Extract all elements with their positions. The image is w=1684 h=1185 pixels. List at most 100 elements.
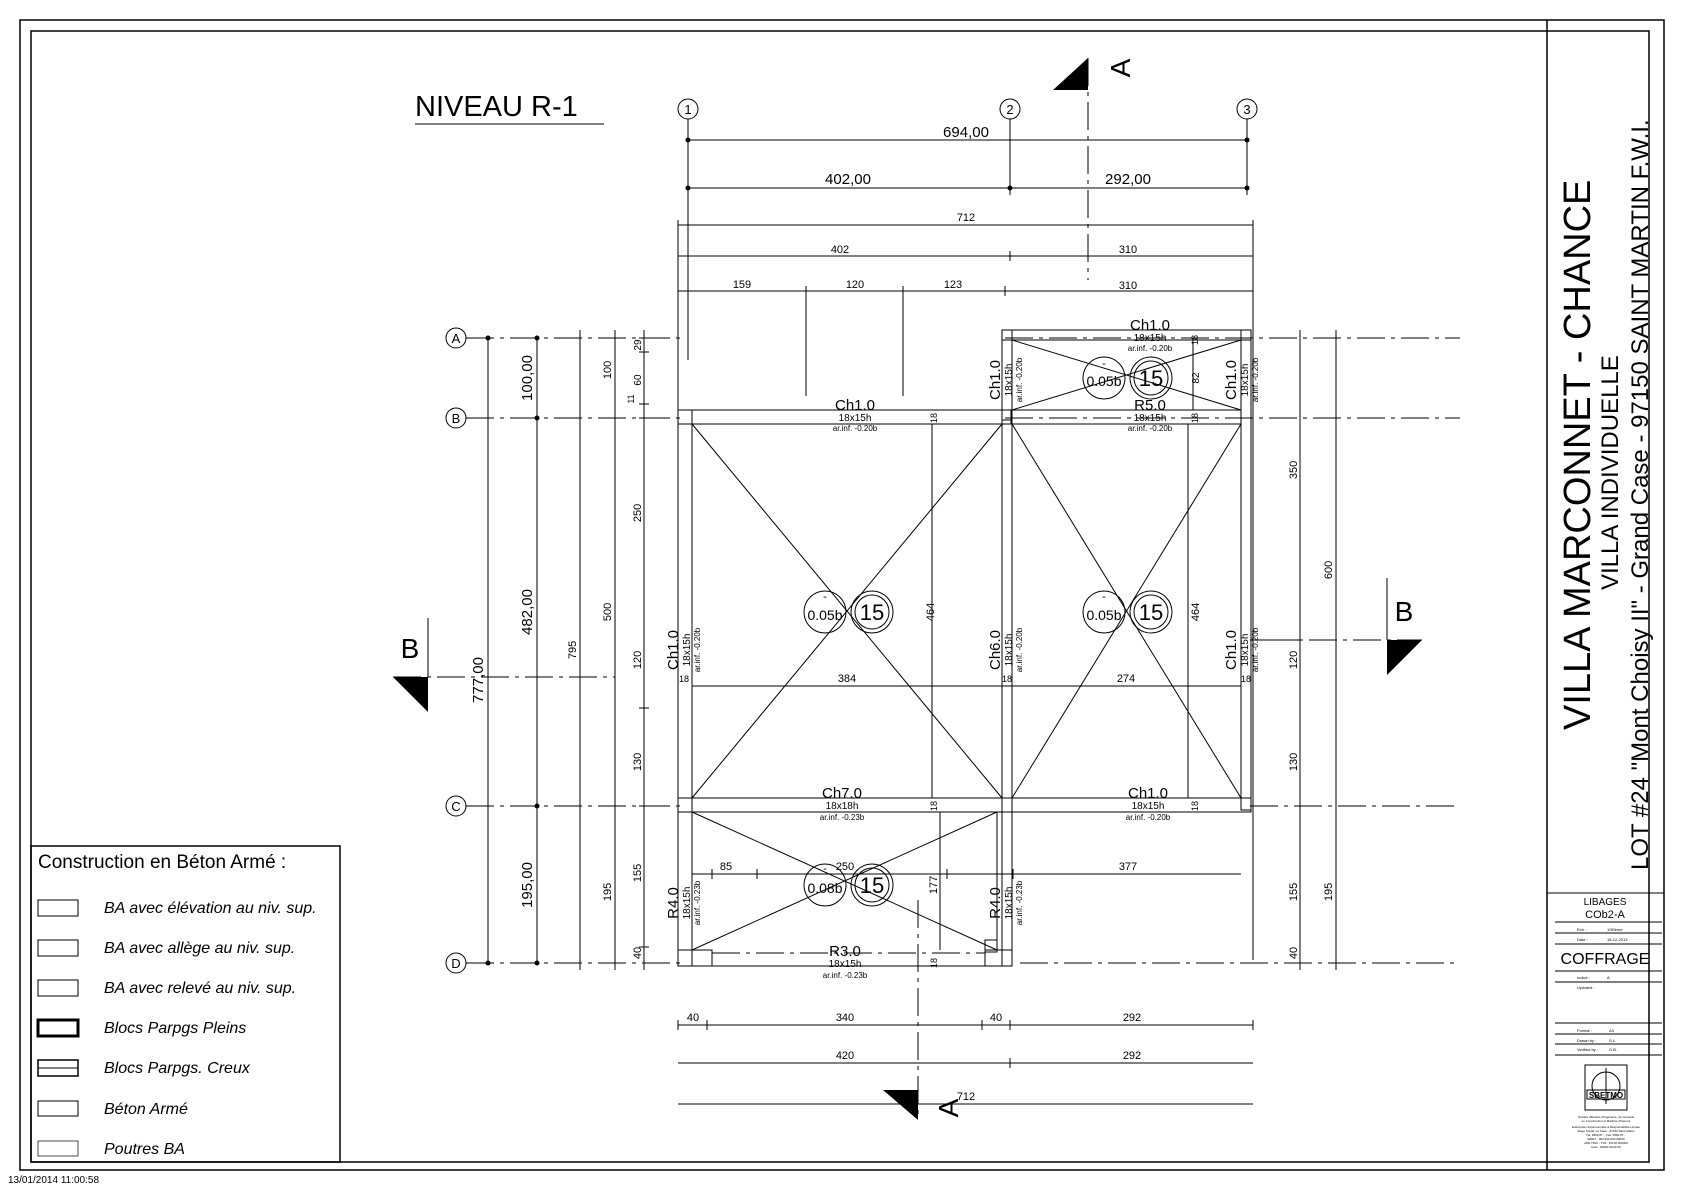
- beam-ch1-b-ar: ar.inf. -0.20b: [833, 424, 878, 433]
- beam-ch1-top-size: 18x15h: [1134, 333, 1167, 344]
- legend-label-4: Blocs Parpgs. Creux: [104, 1060, 251, 1077]
- inner-dimensions: 384 274 18 18 18 464 464 82 18 18 18 18 …: [679, 335, 1251, 968]
- tb-date: 15-12-2013: [1607, 937, 1628, 942]
- beam-ch1-v2-name: Ch1.0: [987, 360, 1004, 400]
- dim-310: 310: [1119, 244, 1137, 256]
- dim-310b: 310: [1119, 280, 1137, 292]
- beam-r4-left-name: R4.0: [665, 887, 682, 919]
- company-line-7: Cpte : 00000 00 00 00: [1591, 1145, 1621, 1149]
- legend: Construction en Béton Armé : BA avec élé…: [30, 845, 341, 1163]
- tb-verified: G.B.: [1609, 1047, 1617, 1052]
- dim-l11: 11: [626, 394, 636, 403]
- dim-left-ab: 100,00: [519, 355, 536, 401]
- dim-i82: 82: [1191, 372, 1202, 384]
- project-address: LOT #24 "Mont Choisy II" - Grand Case - …: [1627, 119, 1654, 870]
- beam-r4-left-size: 18x15h: [682, 887, 693, 920]
- legend-label-2: BA avec relevé au niv. sup.: [104, 980, 296, 997]
- dim-l100: 100: [602, 361, 614, 379]
- beam-ch1-c-name: Ch1.0: [1128, 785, 1168, 802]
- legend-swatch-0: [37, 899, 79, 917]
- page-title: NIVEAU R-1: [415, 91, 578, 123]
- timestamp: 13/01/2014 11:00:58: [8, 1175, 99, 1185]
- beam-ch7-size: 18x18h: [826, 801, 859, 812]
- tb-scale-label: Ech. :: [1577, 927, 1587, 932]
- dim-i464b: 464: [1190, 603, 1202, 621]
- dim-r350: 350: [1288, 461, 1300, 479]
- tb-verified-label: Verified by :: [1577, 1047, 1598, 1052]
- grid-row-label-b: B: [452, 411, 461, 426]
- right-dimensions: 350 155 600 195 120 130 40: [1250, 330, 1337, 970]
- dim-i464a: 464: [925, 603, 937, 621]
- section-a-top-arrow: [1053, 58, 1088, 90]
- grid-row-label-a: A: [452, 331, 461, 346]
- dim-l195: 195: [602, 883, 614, 901]
- grid-rows: A B C D: [445, 327, 1460, 974]
- dim-r195-inner: 155: [1288, 883, 1300, 901]
- beam-r4-left-ar: ar.inf. -0.23b: [693, 880, 702, 925]
- dim-i377: 377: [1119, 861, 1137, 873]
- dim-l120: 120: [632, 651, 644, 669]
- dim-i18-c2: 18: [1190, 801, 1200, 811]
- slab-marker-2: - 0.05b 15: [1082, 590, 1173, 634]
- beam-r5-size: 18x15h: [1134, 413, 1167, 424]
- company-logo-text: SBETMO: [1589, 1091, 1623, 1100]
- tb-index: A: [1607, 975, 1610, 980]
- dim-123: 123: [944, 279, 962, 291]
- dim-b292b: 292: [1123, 1050, 1141, 1062]
- beam-r4-mid-name: R4.0: [987, 887, 1004, 919]
- dim-r195: 195: [1323, 883, 1335, 901]
- beam-ch1-c-ar: ar.inf. -0.20b: [1126, 813, 1171, 822]
- beam-ch6-ar: ar.inf. -0.20b: [1015, 627, 1024, 672]
- slab-diagonals: [691, 339, 1242, 951]
- dim-l155: 155: [632, 864, 644, 882]
- dim-left-cd: 195,00: [519, 862, 536, 908]
- project-name: VILLA MARCONNET - CHANCE: [1557, 180, 1599, 730]
- legend-swatch-1: [37, 939, 79, 957]
- beam-ch1-top-name: Ch1.0: [1130, 317, 1170, 334]
- dim-i18-right: 18: [1241, 674, 1251, 684]
- beam-ch1-top-ar: ar.inf. -0.20b: [1128, 344, 1173, 353]
- dim-i250: 250: [836, 861, 854, 873]
- dim-712-top: 712: [957, 212, 975, 224]
- slab-level-0: 0.05b: [1086, 373, 1121, 389]
- section-b-left-label: B: [401, 633, 420, 664]
- section-b-left-arrow: [393, 677, 428, 712]
- grid-row-label-d: D: [451, 956, 460, 971]
- section-b-right-arrow: [1387, 640, 1422, 675]
- dim-b292: 292: [1123, 1012, 1141, 1024]
- walls: [677, 329, 1252, 967]
- dim-i85: 85: [720, 861, 732, 873]
- top-dimensions: 694,00 402,00 292,00 712 402 310 159 120…: [677, 124, 1254, 960]
- outer-frame: [19, 19, 1665, 1171]
- dim-b340: 340: [836, 1012, 854, 1024]
- bottom-dimensions: 40 340 40 292 420 292 712: [677, 1012, 1254, 1105]
- room-left-outline: [691, 423, 1003, 799]
- tb-format-label: Format :: [1577, 1028, 1592, 1033]
- tb-scale: 1/50ème: [1607, 927, 1623, 932]
- tb-index-label: Indice :: [1577, 975, 1590, 980]
- dim-r130: 130: [1288, 753, 1300, 771]
- slab-level-3: 0.08b: [807, 880, 842, 896]
- dim-left-bc: 482,00: [519, 589, 536, 635]
- dim-l130: 130: [632, 753, 644, 771]
- dim-l795: 795: [567, 641, 579, 659]
- dim-l60: 60: [633, 374, 644, 386]
- beam-ch7-ar: ar.inf. -0.23b: [820, 813, 865, 822]
- company-line-6: APE 742C - TVA : FR 00 000000: [1584, 1141, 1628, 1145]
- beam-ch1-right-name: Ch1.0: [1223, 630, 1240, 670]
- grid-col-label-1: 1: [684, 102, 691, 117]
- dim-i18-c1: 18: [929, 801, 939, 811]
- inner-frame: [30, 30, 1650, 1163]
- tb-format: A3: [1609, 1028, 1615, 1033]
- dim-l29: 29: [633, 339, 644, 351]
- slab-sign-2: -: [1102, 591, 1106, 603]
- dim-top-total: 694,00: [943, 124, 989, 141]
- slab-sign-3: -: [823, 863, 827, 875]
- project-title-group: VILLA MARCONNET - CHANCE VILLA INDIVIDUE…: [1557, 119, 1654, 870]
- dim-b40a: 40: [687, 1012, 699, 1024]
- beam-r5-ar: ar.inf. -0.20b: [1128, 424, 1173, 433]
- beam-r3-name: R3.0: [829, 943, 861, 960]
- beam-ch1-left-size: 18x15h: [682, 634, 693, 667]
- grid-columns: 1 2 3: [677, 98, 1258, 360]
